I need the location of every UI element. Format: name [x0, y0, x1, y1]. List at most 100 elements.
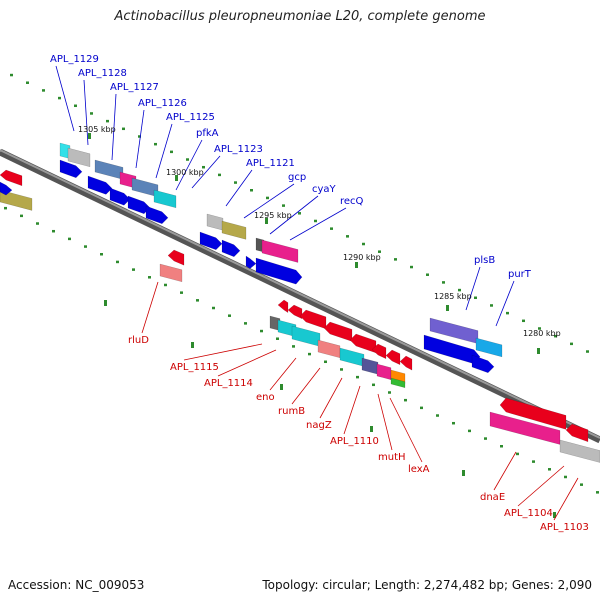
- gene-label-minus: eno: [256, 392, 275, 403]
- scale-tick: [58, 96, 61, 100]
- major-tick: [537, 348, 540, 354]
- gene-minus: [317, 339, 341, 359]
- scale-tick: [20, 214, 23, 218]
- scale-tick: [26, 81, 29, 84]
- scale-tick: [122, 127, 125, 131]
- gene-plus: [67, 147, 91, 168]
- gene-plus: [0, 189, 33, 211]
- scale-tick: [228, 314, 231, 317]
- genome-summary-text: Topology: circular; Length: 2,274,482 bp…: [262, 578, 592, 592]
- scale-tick: [234, 181, 237, 184]
- leader-line: [343, 385, 361, 435]
- gene-minus: [349, 333, 377, 354]
- major-tick: [265, 218, 268, 224]
- scale-tick: [330, 227, 333, 230]
- scale-tick: [100, 253, 103, 256]
- scale-tick: [68, 237, 71, 241]
- scale-tick: [522, 319, 525, 323]
- gene-label-plus: APL_1129: [50, 54, 99, 65]
- gene-label-minus: nagZ: [306, 420, 332, 431]
- scale-tick: [218, 173, 221, 177]
- gene-plus: [206, 213, 224, 231]
- gene-plus-arrow: [59, 159, 83, 179]
- scale-tick: [474, 296, 477, 300]
- gene-plus-arrow: [255, 257, 303, 285]
- scale-tick: [84, 245, 87, 248]
- leader-line: [553, 477, 579, 521]
- gene-label-minus: APL_1115: [170, 362, 219, 373]
- scale-tick: [372, 383, 375, 387]
- gene-label-minus: APL_1114: [204, 378, 253, 389]
- scale-tick: [468, 429, 471, 433]
- leader-line: [291, 367, 321, 405]
- accession-text: Accession: NC_009053: [8, 578, 145, 592]
- gene-features: [0, 142, 600, 463]
- scale-tick: [388, 391, 391, 394]
- gene-label-plus: APL_1123: [214, 144, 263, 155]
- scale-tick: [196, 299, 199, 302]
- scale-tick: [442, 281, 445, 284]
- gene-label-plus: recQ: [340, 196, 364, 207]
- gene-label-minus: APL_1103: [540, 522, 589, 533]
- scale-tick: [356, 375, 359, 379]
- major-tick: [191, 342, 194, 348]
- scale-tick: [586, 350, 589, 353]
- scale-tick: [506, 311, 509, 315]
- scale-tick: [346, 235, 349, 238]
- map-title: Actinobacillus pleuropneumoniae L20, com…: [114, 9, 486, 24]
- gene-label-plus: APL_1127: [110, 82, 159, 93]
- gene-label-minus: mutH: [378, 452, 406, 463]
- leader-line: [517, 465, 565, 507]
- scale-tick: [484, 437, 487, 440]
- scale-tick: [42, 89, 45, 92]
- scale-tick: [132, 268, 135, 271]
- major-tick: [88, 133, 91, 139]
- scale-tick: [164, 283, 167, 287]
- gene-plus-arrow: [471, 354, 495, 374]
- gene-plus-arrow: [0, 181, 13, 196]
- gene-minus: [559, 439, 600, 463]
- gene-label-minus: dnaE: [480, 492, 505, 503]
- gene-minus: [385, 349, 401, 366]
- scale-tick: [532, 460, 535, 463]
- gene-minus: [376, 363, 392, 381]
- major-tick: [370, 426, 373, 432]
- scale-tick: [36, 222, 39, 225]
- gene-label-minus: rluD: [128, 335, 149, 346]
- scale-tick: [186, 158, 189, 161]
- scale-tick: [458, 288, 461, 292]
- label-leaders: [55, 65, 579, 521]
- gene-label-plus: pfkA: [196, 128, 219, 139]
- scale-tick: [404, 398, 407, 402]
- kbp-label: 1300 kbp: [166, 168, 204, 177]
- gene-plus: [0, 169, 23, 187]
- leader-line: [111, 93, 117, 161]
- scale-tick: [170, 150, 173, 154]
- scale-tick: [516, 452, 519, 456]
- scale-tick: [378, 250, 381, 253]
- kbp-label: 1280 kbp: [523, 329, 561, 338]
- gene-minus: [299, 309, 327, 330]
- scale-tick: [138, 135, 141, 138]
- major-tick: [462, 470, 465, 476]
- scale-tick: [10, 73, 13, 77]
- leader-line: [493, 451, 517, 491]
- leader-line: [175, 139, 203, 191]
- scale-tick: [276, 337, 279, 340]
- scale-tick: [314, 219, 317, 223]
- gene-plus-arrow: [199, 231, 223, 251]
- leader-line: [191, 155, 221, 189]
- leader-line: [319, 377, 343, 419]
- gene-label-plus: APL_1128: [78, 68, 127, 79]
- gene-minus: [361, 357, 379, 375]
- scale-tick: [554, 334, 557, 338]
- gene-minus: [287, 304, 303, 320]
- gene-plus-arrow: [245, 255, 257, 269]
- gene-label-minus: APL_1110: [330, 436, 379, 447]
- scale-tick: [426, 273, 429, 276]
- gene-label-minus: APL_1104: [504, 508, 553, 519]
- gene-plus-arrow: [145, 205, 169, 225]
- scale-tick: [596, 491, 599, 494]
